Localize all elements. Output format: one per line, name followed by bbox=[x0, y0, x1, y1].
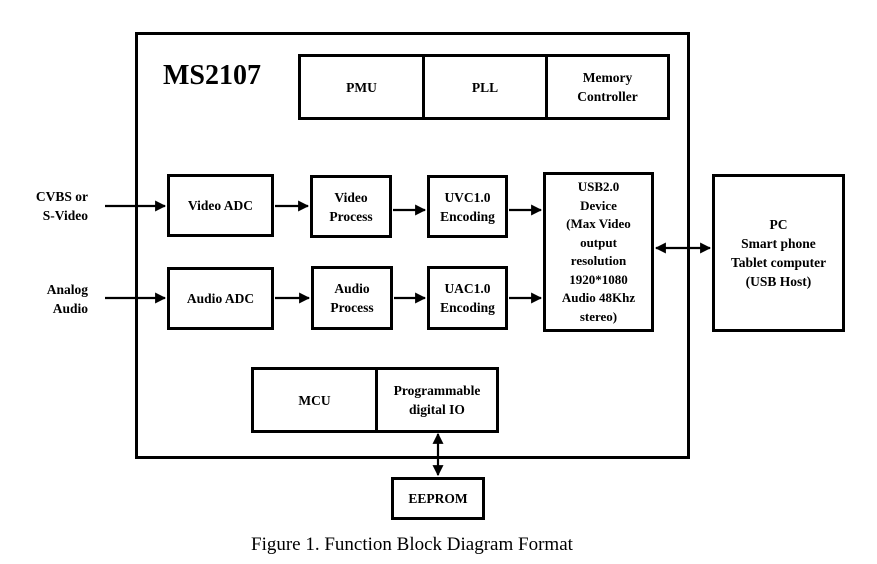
mcu-block: MCU bbox=[251, 367, 378, 433]
figure-caption: Figure 1. Function Block Diagram Format bbox=[251, 534, 573, 555]
usb-host-block: PC Smart phone Tablet computer (USB Host… bbox=[712, 174, 845, 332]
video-process-block: Video Process bbox=[310, 175, 392, 238]
uac-encoding-block: UAC1.0 Encoding bbox=[427, 266, 508, 330]
pmu-block: PMU bbox=[298, 54, 425, 120]
audio-input-label: Analog Audio bbox=[46, 282, 88, 316]
video-adc-block: Video ADC bbox=[167, 174, 274, 237]
audio-process-block: Audio Process bbox=[311, 266, 393, 330]
video-input-label: CVBS or S-Video bbox=[35, 189, 88, 223]
uvc-encoding-block: UVC1.0 Encoding bbox=[427, 175, 508, 238]
programmable-io-block: Programmable digital IO bbox=[375, 367, 499, 433]
memory-controller-block: Memory Controller bbox=[545, 54, 670, 120]
audio-adc-block: Audio ADC bbox=[167, 267, 274, 330]
eeprom-block: EEPROM bbox=[391, 477, 485, 520]
usb-device-block: USB2.0 Device (Max Video output resoluti… bbox=[543, 172, 654, 332]
chip-title: MS2107 bbox=[163, 60, 261, 91]
